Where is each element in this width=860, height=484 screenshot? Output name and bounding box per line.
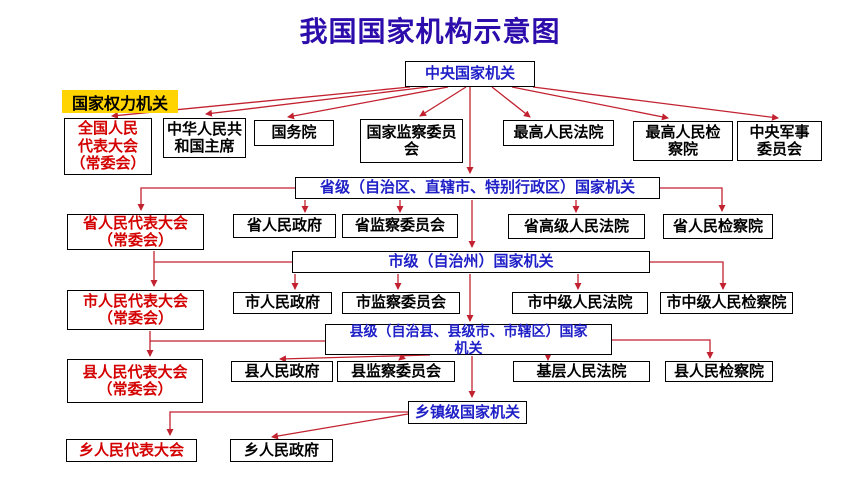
header-city-state-organs: 市级（自治州）国家机关 [292,251,650,273]
box-president: 中华人民共 和国主席 [163,118,246,158]
box-city-peoples-congress: 市人民代表大会 （常委会） [67,290,204,330]
header-central-state-organs: 中央国家机关 [405,61,535,87]
box-township-peoples-congress: 乡人民代表大会 [66,439,197,462]
page-title: 我国国家机构示意图 [299,16,561,47]
box-city-intermediate-court: 市中级人民法院 [512,292,648,314]
state-power-organ-label: 国家权力机关 [62,90,178,113]
box-county-supervisory-commission: 县监察委员会 [337,361,455,382]
box-province-supervisory-commission: 省监察委员会 [342,214,458,238]
box-supreme-court: 最高人民法院 [503,120,614,146]
box-city-supervisory-commission: 市监察委员会 [342,292,460,314]
box-province-peoples-congress: 省人民代表大会 （常委会） [67,214,204,250]
box-central-military-commission: 中央军事 委员会 [737,121,822,161]
box-province-high-court: 省高级人民法院 [508,214,645,239]
box-township-government: 乡人民政府 [230,439,333,462]
box-city-government: 市人民政府 [233,292,332,314]
box-city-intermediate-procuratorate: 市中级人民检察院 [660,292,793,314]
box-supreme-procuratorate: 最高人民检 察院 [633,121,733,161]
header-county-state-organs: 县级（自治县、县级市、市辖区）国家 机关 [325,323,612,356]
box-basic-level-court: 基层人民法院 [513,361,650,382]
box-national-supervisory-commission: 国家监察委员 会 [360,119,463,163]
box-county-peoples-congress: 县人民代表大会 （常委会） [67,359,203,403]
box-national-peoples-congress: 全国人民 代表大会 （常委会） [64,118,152,175]
box-county-government: 县人民政府 [231,361,333,382]
header-township-state-organs: 乡镇级国家机关 [408,401,527,424]
box-county-procuratorate: 县人民检察院 [665,361,773,382]
box-state-council: 国务院 [254,120,334,146]
box-province-government: 省人民政府 [233,214,336,238]
header-province-state-organs: 省级（自治区、直辖市、特别行政区）国家机关 [295,177,660,199]
box-province-procuratorate: 省人民检察院 [663,214,773,239]
